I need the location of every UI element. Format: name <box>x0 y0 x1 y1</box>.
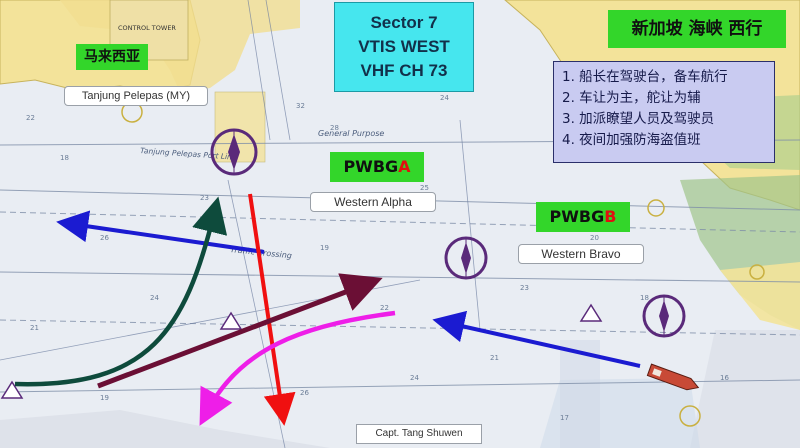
general-purpose-text: General Purpose <box>318 129 384 138</box>
svg-text:21: 21 <box>490 354 499 362</box>
svg-text:19: 19 <box>100 394 109 402</box>
instruction-item: 2. 车让为主，舵让为辅 <box>562 90 701 106</box>
pwbg-b-suffix: B <box>604 207 617 226</box>
instruction-item: 1. 船长在驾驶台，备车航行 <box>562 69 728 85</box>
western-bravo-label: Western Bravo <box>518 244 644 264</box>
svg-text:28: 28 <box>330 124 339 132</box>
ship-icon <box>646 363 700 391</box>
svg-text:20: 20 <box>590 234 599 242</box>
svg-text:24: 24 <box>410 374 419 382</box>
svg-text:22: 22 <box>380 304 389 312</box>
svg-text:26: 26 <box>300 389 309 397</box>
waypoint-compass-icon <box>642 294 686 338</box>
pwbg-b-tag: PWBGB <box>536 202 630 232</box>
credit-caption: Capt. Tang Shuwen <box>356 424 482 444</box>
svg-text:18: 18 <box>640 294 649 302</box>
pwbg-b-prefix: PWBG <box>549 207 605 226</box>
instruction-item: 3. 加派瞭望人员及驾驶员 <box>562 111 715 127</box>
sector-line-1: Sector 7 <box>370 13 438 32</box>
western-alpha-label: Western Alpha <box>310 192 436 212</box>
instructions-panel: 1. 船长在驾驶台，备车航行 2. 车让为主，舵让为辅 3. 加派瞭望人员及驾驶… <box>553 61 775 163</box>
waypoint-compass-icon <box>444 236 488 280</box>
route-title: 新加坡 海峡 西行 <box>608 10 786 48</box>
svg-text:24: 24 <box>440 94 449 102</box>
svg-text:23: 23 <box>200 194 209 202</box>
svg-text:22: 22 <box>26 114 35 122</box>
svg-text:25: 25 <box>420 184 429 192</box>
pwbg-a-prefix: PWBG <box>343 157 399 176</box>
svg-text:19: 19 <box>320 244 329 252</box>
svg-text:21: 21 <box>30 324 39 332</box>
turning-magenta-arrow <box>199 310 396 426</box>
svg-text:26: 26 <box>100 234 109 242</box>
svg-text:23: 23 <box>520 284 529 292</box>
crossing-maroon-arrow <box>97 273 383 389</box>
warning-triangle-icon <box>0 303 603 399</box>
sector-box: Sector 7 VTIS WEST VHF CH 73 <box>334 2 474 92</box>
port-label: Tanjung Pelepas (MY) <box>64 86 208 106</box>
pwbg-a-suffix: A <box>398 157 411 176</box>
pwbg-a-tag: PWBGA <box>330 152 424 182</box>
svg-text:16: 16 <box>720 374 729 382</box>
northbound-green-arrow <box>14 196 228 387</box>
svg-text:18: 18 <box>60 154 69 162</box>
sector-line-2: VTIS WEST <box>358 37 450 56</box>
svg-text:32: 32 <box>296 102 305 110</box>
waypoint-compass-icon <box>210 128 258 176</box>
svg-text:24: 24 <box>150 294 159 302</box>
control-tower-text: CONTROL TOWER <box>118 24 176 32</box>
instruction-item: 4. 夜间加强防海盗值班 <box>562 132 701 148</box>
westbound-blue-arrow-right <box>432 310 641 368</box>
westbound-blue-arrow-left <box>56 210 265 254</box>
southbound-red-arrow <box>248 193 296 426</box>
country-label: 马来西亚 <box>76 44 148 70</box>
svg-text:17: 17 <box>560 414 569 422</box>
port-terminal <box>109 0 189 61</box>
sector-line-3: VHF CH 73 <box>360 61 448 80</box>
